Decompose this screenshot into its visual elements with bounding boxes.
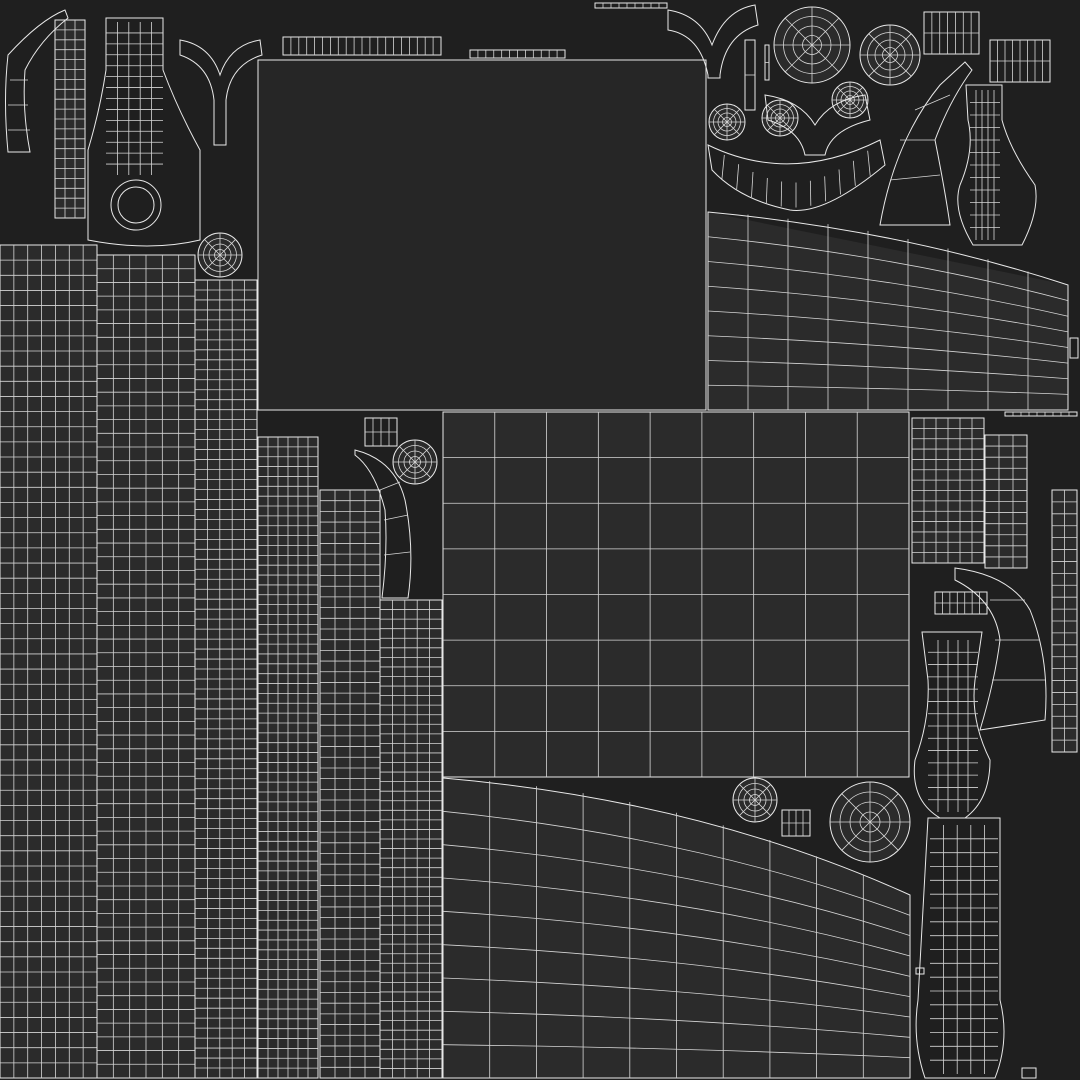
uv-island-vase-bottom-right: [915, 817, 1005, 1079]
uv-island-y-piece-center-right: [764, 94, 871, 156]
uv-island-handle-center: [354, 449, 412, 599]
uv-circle-island: [773, 6, 851, 84]
uv-small-island: [781, 809, 811, 837]
uv-island-large-empty: [257, 59, 707, 411]
uv-small-island: [364, 417, 398, 447]
uv-small-island: [1021, 1067, 1037, 1079]
uv-island-y-piece-top-right: [667, 4, 759, 79]
uv-island-vase-top-left: [87, 17, 201, 247]
uv-grid-island: [194, 279, 258, 1079]
uv-small-island: [923, 11, 980, 55]
uv-circle-island: [829, 781, 911, 863]
uv-grid-island: [257, 436, 319, 1079]
uv-small-island: [989, 39, 1051, 83]
uv-circle-islands: [197, 6, 921, 863]
uv-grid-island: [984, 434, 1028, 569]
uv-island-handle-top-right: [879, 61, 973, 226]
uv-circle-island: [732, 777, 778, 823]
uv-grid-island: [1051, 489, 1078, 753]
uv-island-handle-right: [954, 567, 1047, 731]
uv-circle-island: [859, 24, 921, 86]
uv-island-handle-top-left: [5, 9, 69, 153]
uv-island-vase-top-right: [957, 84, 1037, 246]
uv-small-island: [282, 36, 442, 56]
uv-grid-island: [54, 19, 86, 219]
uv-island-curved-top-right: [707, 211, 1069, 411]
uv-small-island: [1069, 337, 1079, 359]
uv-circle-island: [708, 103, 746, 141]
uv-small-island: [934, 591, 988, 615]
uv-grid-islands: [0, 19, 1078, 1079]
uv-circle-island: [761, 99, 799, 137]
uv-small-island: [915, 967, 925, 975]
uv-circle-island: [831, 81, 869, 119]
uv-circle-island: [197, 232, 243, 278]
uv-grid-island: [442, 411, 910, 778]
uv-small-island: [1004, 411, 1078, 417]
uv-island-curved-bottom: [442, 777, 911, 1079]
uv-grid-island: [379, 599, 443, 1079]
uv-small-island: [744, 39, 756, 111]
uv-small-islands: [282, 2, 1079, 1079]
uv-grid-island: [0, 244, 98, 1079]
uv-small-island: [594, 2, 668, 9]
uv-island-arc-strip: [707, 139, 886, 211]
uv-circle-island: [392, 439, 438, 485]
uv-small-island: [469, 49, 566, 59]
uv-island-y-piece-top: [179, 39, 263, 146]
uv-grid-island: [96, 254, 196, 1079]
uv-grid-island: [911, 417, 985, 564]
uv-small-island: [764, 44, 770, 81]
uv-grid-island: [319, 489, 381, 1079]
